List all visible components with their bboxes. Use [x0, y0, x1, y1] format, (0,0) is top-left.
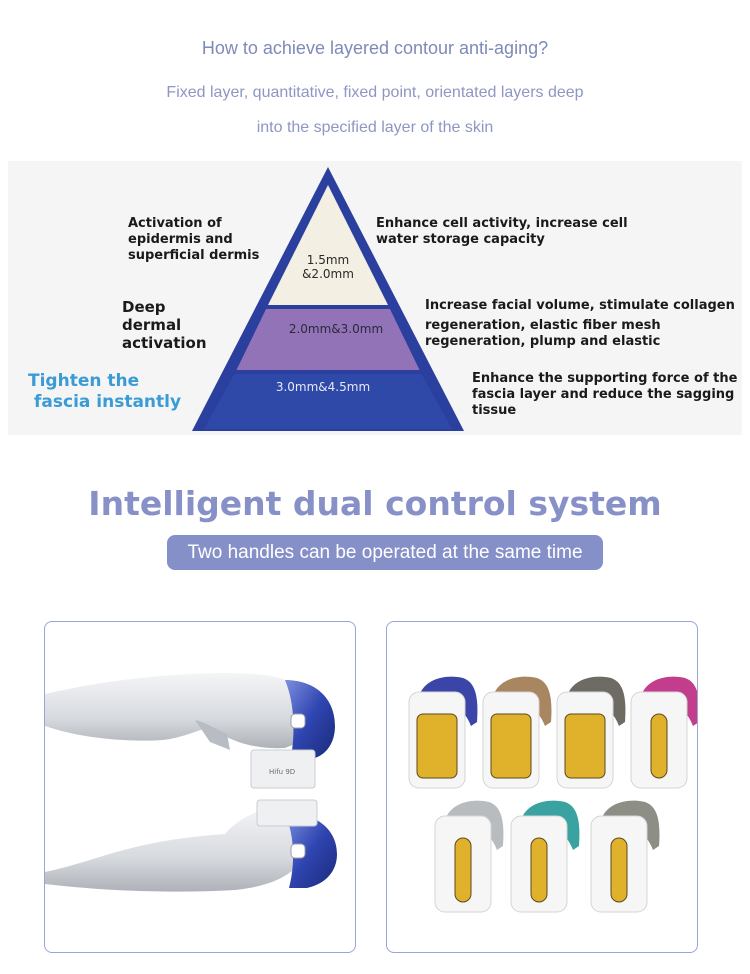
cartridge-window: [650, 713, 668, 779]
handles-photo-card: Hifu 9D: [44, 621, 356, 953]
cartridge: [556, 676, 626, 789]
left-label-middle-line: activation: [122, 334, 207, 352]
dual-handles-illustration: Hifu 9D: [45, 673, 337, 892]
left-label-top: Activation of epidermis and superficial …: [128, 216, 259, 264]
left-label-bottom-line: Tighten the: [28, 371, 140, 391]
right-label-middle-line: regeneration, elastic fiber mesh: [425, 318, 661, 333]
cartridges-photo-card: [386, 621, 698, 953]
layer-top-depth-line2: &2.0mm: [302, 267, 354, 281]
cartridge: [482, 676, 552, 789]
left-label-middle-line: dermal: [122, 316, 182, 334]
left-label-bottom-line: fascia instantly: [34, 392, 182, 412]
page-heading: How to achieve layered contour anti-agin…: [201, 38, 549, 58]
layer-top-fill: [268, 185, 388, 305]
right-label-top-line: Enhance cell activity, increase cell: [376, 216, 628, 231]
cartridge: [434, 800, 504, 913]
lower-handle: [45, 799, 337, 892]
section-title: Intelligent dual control system: [88, 484, 662, 523]
subtitle-line-2: into the specified layer of the skin: [256, 119, 494, 136]
left-label-middle-line: Deep: [122, 298, 166, 316]
right-label-middle: Increase facial volume, stimulate collag…: [425, 298, 735, 350]
cartridge: [590, 800, 660, 913]
right-label-bottom-line: tissue: [472, 403, 517, 418]
right-label-top: Enhance cell activity, increase cell wat…: [376, 216, 628, 248]
left-label-middle: Deep dermal activation: [122, 298, 207, 352]
right-label-middle-line: regeneration, plump and elastic: [425, 334, 661, 349]
left-label-top-line: epidermis and: [128, 232, 233, 247]
right-label-bottom: Enhance the supporting force of the fasc…: [472, 371, 737, 419]
left-label-top-line: Activation of: [128, 216, 222, 231]
layer-bottom-depth: 3.0mm&4.5mm: [275, 380, 371, 394]
skin-layer-pyramid: [192, 167, 464, 431]
cartridge-window: [610, 837, 628, 903]
cartridges-illustration: [408, 676, 697, 913]
cartridge: [510, 800, 580, 913]
subtitle-line-1: Fixed layer, quantitative, fixed point, …: [166, 84, 584, 101]
layer-middle-depth: 2.0mm&3.0mm: [288, 322, 384, 336]
upper-handle-label: Hifu 9D: [269, 768, 295, 776]
right-label-top-line: water storage capacity: [376, 232, 545, 247]
cartridge: [630, 676, 697, 789]
left-label-bottom: Tighten the fascia instantly: [28, 371, 181, 413]
right-label-bottom-line: Enhance the supporting force of the: [472, 371, 738, 386]
layer-bottom-fill: [204, 371, 452, 429]
upper-handle: Hifu 9D: [45, 673, 335, 789]
cartridge-window: [564, 713, 606, 779]
right-label-middle-line: Increase facial volume, stimulate collag…: [425, 298, 735, 313]
cartridge-cap: [641, 676, 697, 726]
layer-top-depth: 1.5mm &2.0mm: [288, 253, 368, 281]
cartridge-window: [490, 713, 532, 779]
section-subtitle-pill: Two handles can be operated at the same …: [167, 535, 603, 570]
cartridge-window: [416, 713, 458, 779]
left-label-top-line: superficial dermis: [128, 248, 260, 263]
layer-top-depth-line1: 1.5mm: [306, 253, 350, 267]
cartridge-window: [530, 837, 548, 903]
cartridge-window: [454, 837, 472, 903]
layer-middle-fill: [236, 305, 420, 371]
cartridge: [408, 676, 478, 789]
right-label-bottom-line: fascia layer and reduce the sagging: [472, 387, 735, 402]
